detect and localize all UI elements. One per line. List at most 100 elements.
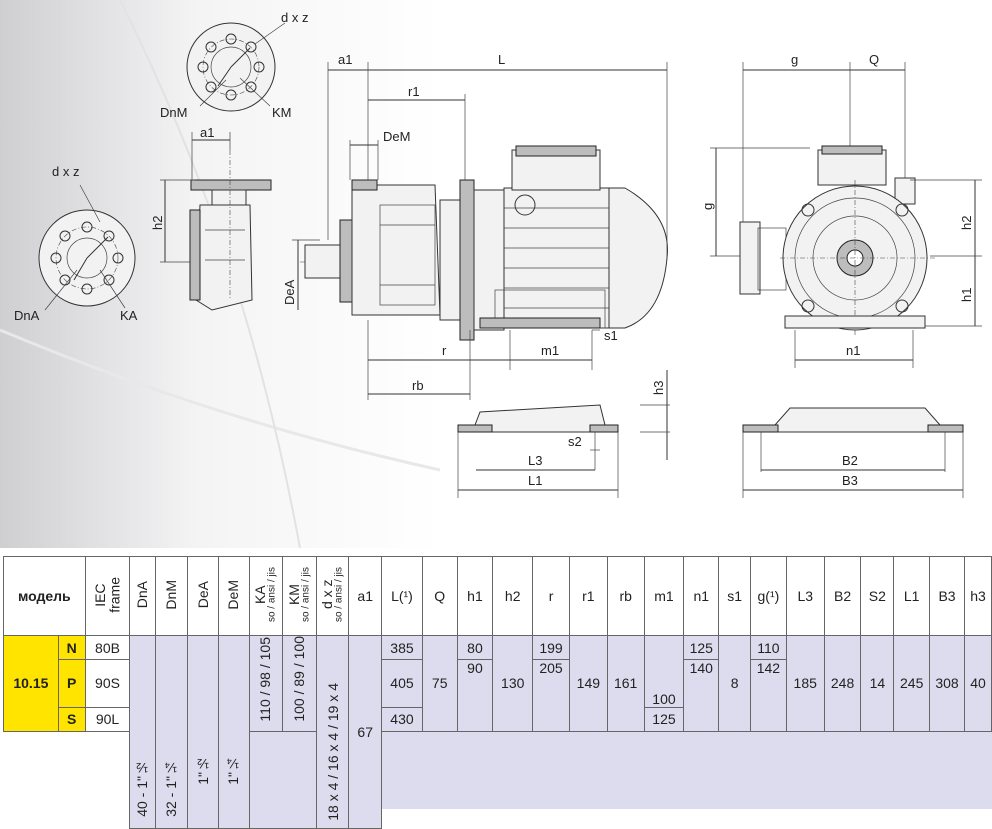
- r-header: r: [532, 556, 570, 636]
- model-cell: 10.15: [3, 635, 59, 732]
- svg-text:n1: n1: [846, 343, 860, 358]
- variant-code: S: [57, 706, 86, 732]
- model-header: модель: [3, 556, 86, 636]
- r1-header: r1: [568, 556, 608, 636]
- h2-header: h2: [492, 556, 534, 636]
- L-cell: 405: [381, 659, 423, 708]
- svg-text:KA: KA: [120, 308, 138, 323]
- svg-text:Q: Q: [869, 52, 879, 67]
- svg-text:B3: B3: [842, 473, 858, 488]
- table-row: P 90S 405 90 205 140 142: [4, 659, 992, 732]
- a1-cell: 67: [348, 635, 383, 829]
- g-header: g(¹): [749, 556, 787, 636]
- rb-header: rb: [606, 556, 645, 636]
- svg-text:a1: a1: [338, 52, 352, 67]
- svg-text:L3: L3: [528, 453, 542, 468]
- h3-header: h3: [963, 556, 992, 636]
- n1-cell: 140: [683, 659, 720, 732]
- L-cell: 385: [381, 635, 423, 660]
- table-row: 10.15 N 80B 40 - 1"½ 32 - 1"¼ 1"½ 1"¼ 11…: [3, 635, 992, 829]
- svg-text:d x z: d x z: [52, 164, 79, 179]
- L1-cell: 245: [893, 635, 931, 732]
- L3-header: L3: [785, 556, 825, 636]
- variant-code: P: [57, 659, 86, 708]
- m1-cell: 100: [643, 635, 685, 708]
- table-row: S 90L 430 125: [4, 706, 992, 732]
- svg-text:DnM: DnM: [160, 105, 187, 120]
- technical-drawing: d x z DnM KM a1 h2 d x z DnA: [0, 0, 982, 548]
- dea-header: DeA: [187, 556, 219, 636]
- svg-text:h2: h2: [959, 216, 974, 230]
- pump-front-view: g Q g h2 h1 n1: [700, 52, 982, 368]
- B2-cell: 248: [823, 635, 862, 732]
- dea-cell: 1"½: [187, 635, 219, 829]
- s1-header: s1: [718, 556, 751, 636]
- svg-text:a1: a1: [200, 125, 214, 140]
- Q-header: Q: [421, 556, 458, 636]
- L3-cell: 185: [785, 635, 825, 732]
- h2-cell: 130: [492, 635, 534, 732]
- dem-header: DeM: [217, 556, 250, 636]
- Q-cell: 75: [421, 635, 458, 732]
- svg-text:s1: s1: [604, 328, 618, 343]
- svg-text:DnA: DnA: [14, 308, 40, 323]
- km-cell: 100 / 89 / 100: [281, 635, 318, 732]
- dnm-cell: 32 - 1"¼: [155, 635, 189, 829]
- dxz-cell: 18 x 4 / 16 x 4 / 19 x 4: [316, 635, 350, 829]
- h1-cell: 90: [456, 659, 494, 732]
- r1-cell: 149: [568, 635, 608, 732]
- B2-header: B2: [823, 556, 862, 636]
- svg-text:h3: h3: [651, 381, 666, 395]
- S2-header: S2: [860, 556, 895, 636]
- svg-text:L1: L1: [528, 473, 542, 488]
- svg-text:r1: r1: [408, 84, 420, 99]
- L1-header: L1: [893, 556, 931, 636]
- dna-header: DnA: [129, 556, 157, 636]
- h1-header: h1: [456, 556, 494, 636]
- svg-text:r: r: [442, 343, 447, 358]
- variant-frame: 90L: [84, 706, 131, 732]
- variant-frame: 80B: [84, 635, 131, 660]
- h3-cell: 40: [963, 635, 992, 732]
- g-cell: 110: [749, 635, 787, 660]
- S2-cell: 14: [860, 635, 895, 732]
- B3-cell: 308: [929, 635, 965, 732]
- m1-header: m1: [643, 556, 685, 636]
- svg-text:d x z: d x z: [281, 10, 308, 25]
- base-frame-front-view: B2 B3: [742, 407, 964, 498]
- svg-text:KM: KM: [272, 105, 292, 120]
- svg-text:DeM: DeM: [383, 129, 410, 144]
- outlet-flange-view: d x z DnM KM: [160, 10, 308, 120]
- h1-cell: 80: [456, 635, 494, 660]
- svg-text:g: g: [700, 203, 715, 210]
- svg-text:rb: rb: [412, 378, 424, 393]
- variant-code: N: [57, 635, 86, 660]
- pump-motor-side-view: a1 L r1 DeM DeA r m1 s1 rb: [282, 52, 668, 400]
- svg-text:m1: m1: [541, 343, 559, 358]
- r-cell: 199: [532, 635, 570, 660]
- pump-side-view: a1 h2: [150, 125, 272, 311]
- base-frame-side-view: L3 L1 s2 h3: [457, 370, 670, 498]
- inlet-flange-view: d x z DnA KA: [14, 164, 138, 323]
- svg-text:L: L: [498, 52, 505, 67]
- dem-cell: 1"¼: [217, 635, 250, 829]
- ka-cell: 110 / 98 / 105: [248, 635, 283, 732]
- L-header: L(¹): [381, 556, 423, 636]
- svg-text:h2: h2: [150, 216, 165, 230]
- a1-header: a1: [348, 556, 383, 636]
- dnm-header: DnM: [155, 556, 189, 636]
- variant-frame: 90S: [84, 659, 131, 708]
- B3-header: B3: [929, 556, 965, 636]
- n1-cell: 125: [683, 635, 720, 660]
- n1-header: n1: [683, 556, 720, 636]
- svg-text:s2: s2: [568, 434, 582, 449]
- svg-text:g: g: [791, 52, 798, 67]
- svg-text:B2: B2: [842, 453, 858, 468]
- svg-text:DeA: DeA: [282, 279, 297, 305]
